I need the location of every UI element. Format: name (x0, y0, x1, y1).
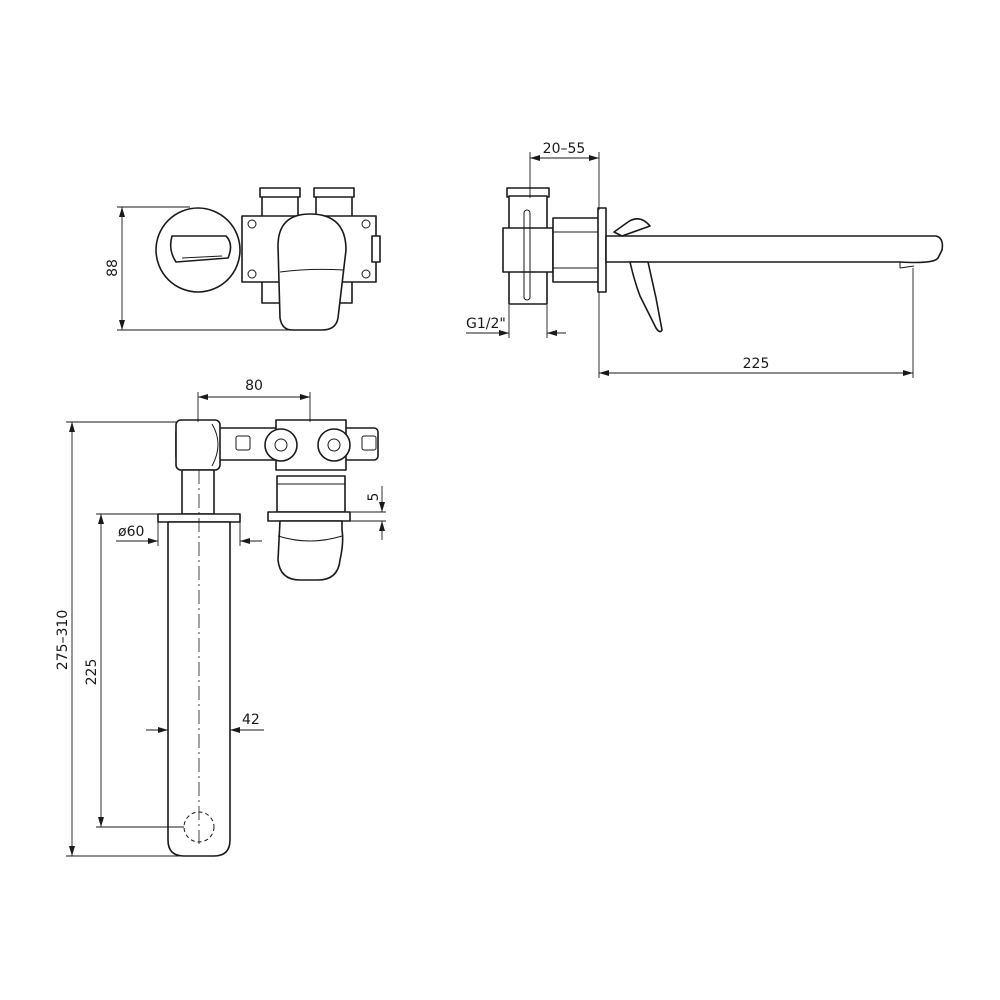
screw-icon (247, 219, 257, 229)
mixer-housing (552, 217, 600, 283)
screw-icon (247, 269, 257, 279)
spout-stem (181, 469, 215, 515)
screw-icon (361, 219, 371, 229)
dim-label-height-top: 88 (105, 259, 121, 277)
lever-handle (277, 213, 347, 331)
lever (629, 261, 663, 333)
dim-label-diameter: ø60 (118, 524, 144, 540)
valve-connector-right (317, 428, 351, 462)
side-stub (371, 235, 381, 263)
cartridge (276, 475, 346, 513)
top-view: 88 (105, 187, 381, 331)
dim-label-spout-side: 225 (743, 356, 770, 372)
spout-outlet (169, 235, 232, 263)
dim-label-spacing: 80 (245, 378, 263, 394)
screw-icon (361, 269, 371, 279)
dim-label-spout-width: 42 (242, 712, 260, 728)
inlet-cap-right (313, 187, 355, 198)
dim-label-depth: 20–55 (543, 141, 586, 157)
dim-label-plate: 5 (366, 493, 382, 502)
valve-collar (502, 227, 554, 273)
lever-top (613, 218, 651, 237)
side-view: 20–55 G1/2" 225 (466, 141, 944, 378)
wall-plate (597, 207, 607, 293)
inlet-cap-left (259, 187, 301, 198)
handle-plate (267, 511, 351, 522)
valve-connector-left (264, 428, 298, 462)
lever-handle-front (277, 520, 344, 581)
spout (605, 235, 944, 264)
dim-label-total: 275–310 (55, 610, 71, 670)
dim-label-spout-front: 225 (84, 659, 100, 686)
dim-label-thread: G1/2" (466, 316, 506, 332)
front-view: 80 5 ø60 275–310 225 42 (55, 378, 386, 857)
